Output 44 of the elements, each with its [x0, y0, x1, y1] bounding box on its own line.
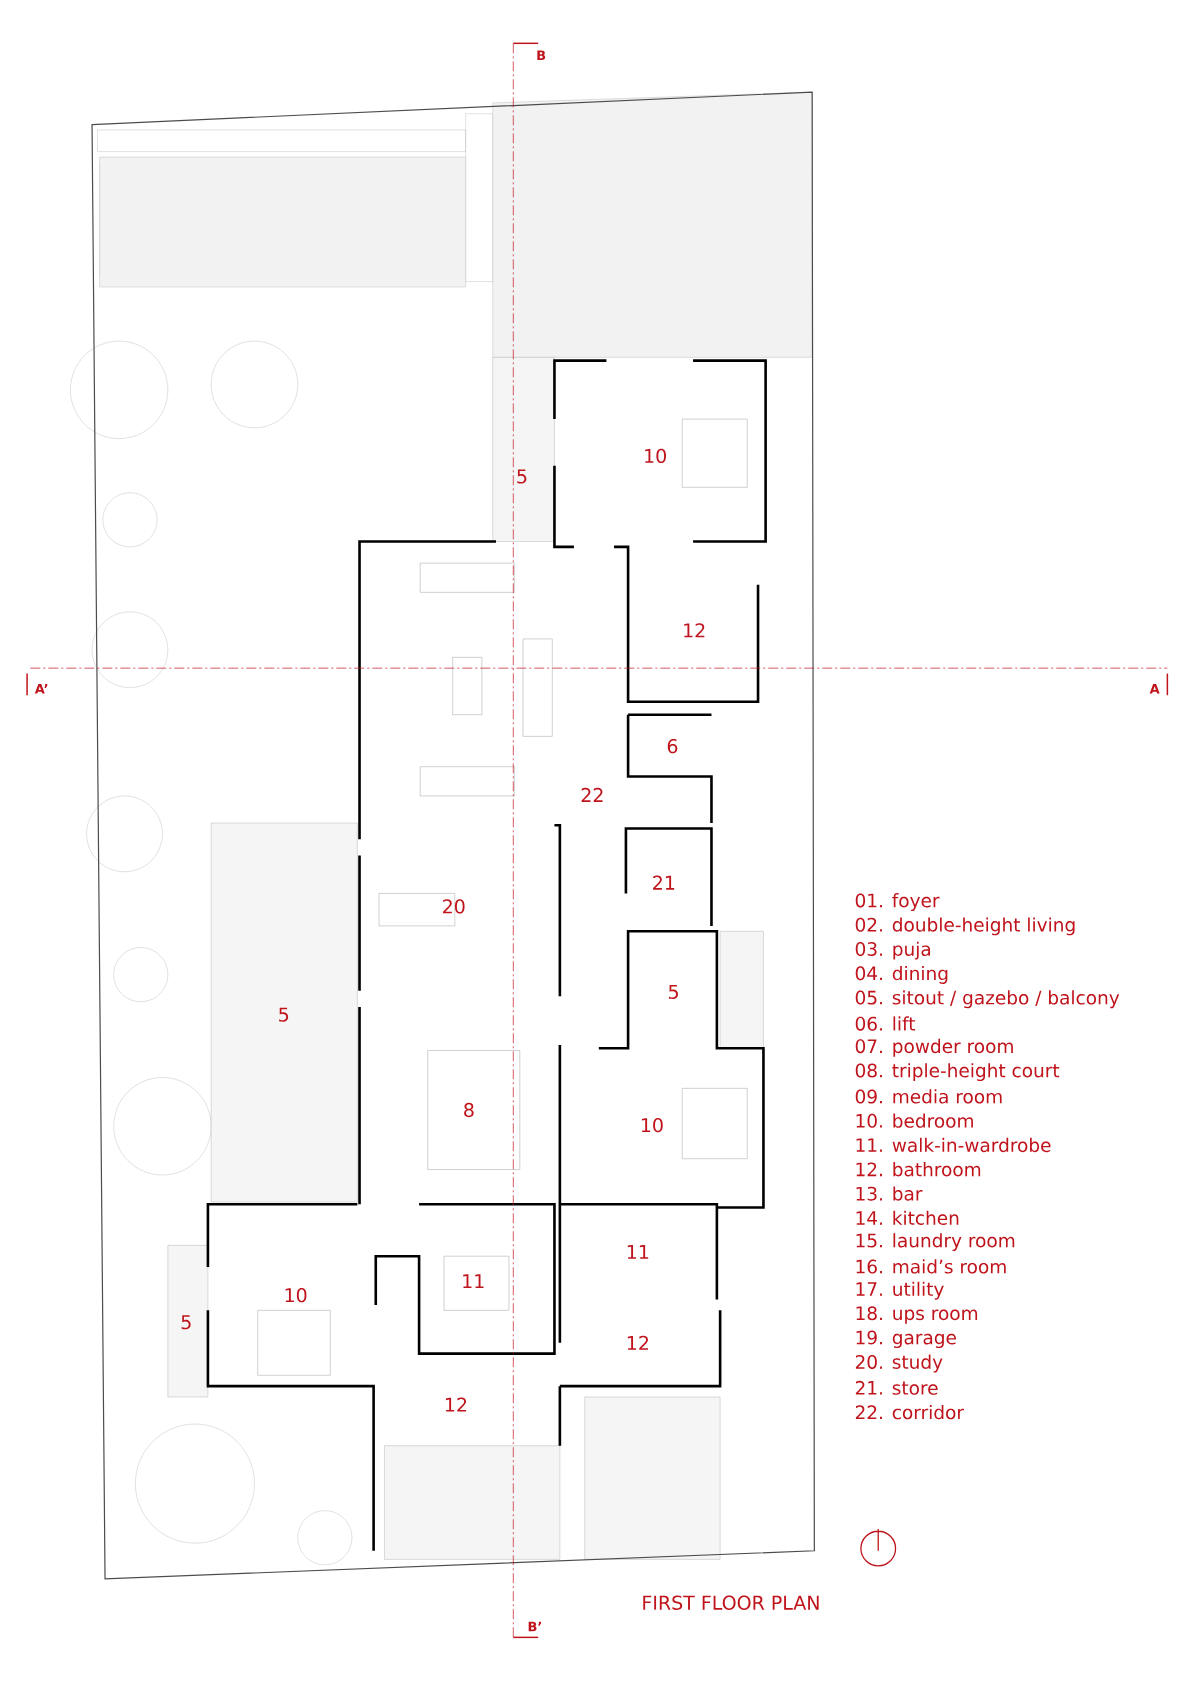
legend-item: 11. walk-in-wardrobe	[856, 1137, 1051, 1153]
room-number: 12	[627, 1335, 649, 1350]
legend-item: 18. ups room	[856, 1306, 978, 1324]
drawing-title: FIRST FLOOR PLAN	[643, 1595, 819, 1610]
legend-item: 20. study	[855, 1354, 943, 1373]
room-number: 11	[463, 1274, 484, 1288]
legend-item: 10. bedroom	[856, 1113, 973, 1128]
legend-item: 22. corridor	[855, 1405, 965, 1420]
room-number: 12	[684, 623, 705, 638]
room-number: 22	[581, 787, 603, 802]
room-number: 11	[627, 1244, 649, 1259]
legend-item: 05. sitout / gazebo / balcony	[855, 990, 1120, 1009]
legend-item: 02. double-height living	[855, 917, 1075, 936]
legend-item: 03. puja	[855, 941, 931, 960]
legend-item: 14. kitchen	[856, 1210, 959, 1225]
legend-item: 17. utility	[856, 1281, 944, 1300]
legend-item: 04. dining	[855, 966, 948, 984]
legend-item: 01. foyer	[855, 893, 940, 911]
legend-item: 06. lift	[855, 1016, 916, 1031]
room-number: 5	[279, 1007, 289, 1022]
room-number: 12	[446, 1397, 467, 1412]
legend-item: 09. media room	[855, 1089, 1002, 1104]
legend-item: 15. laundry room	[856, 1233, 1015, 1252]
room-number: 5	[669, 984, 679, 999]
section-mark: A	[1149, 684, 1160, 694]
legend-item: 21. store	[855, 1380, 938, 1395]
legend-item: 16. maid’s room	[856, 1259, 1006, 1274]
section-mark: A’	[34, 684, 48, 694]
room-number: 10	[645, 448, 667, 464]
legend-item: 08. triple-height court	[855, 1063, 1060, 1082]
legend-item: 13. bar	[856, 1186, 923, 1201]
legend-item: 07. powder room	[855, 1038, 1013, 1057]
legend-item: 19. garage	[856, 1330, 956, 1349]
room-number: 10	[642, 1117, 663, 1133]
room-number: 5	[517, 469, 527, 484]
room-number: 8	[464, 1102, 474, 1118]
room-number: 20	[443, 899, 465, 914]
room-number: 5	[181, 1315, 191, 1330]
section-mark: B’	[528, 1621, 542, 1632]
room-number: 21	[653, 875, 675, 890]
section-mark: B	[537, 50, 546, 60]
room-number: 10	[285, 1288, 307, 1303]
legend-item: 12. bathroom	[856, 1162, 981, 1177]
room-number: 6	[667, 738, 678, 754]
